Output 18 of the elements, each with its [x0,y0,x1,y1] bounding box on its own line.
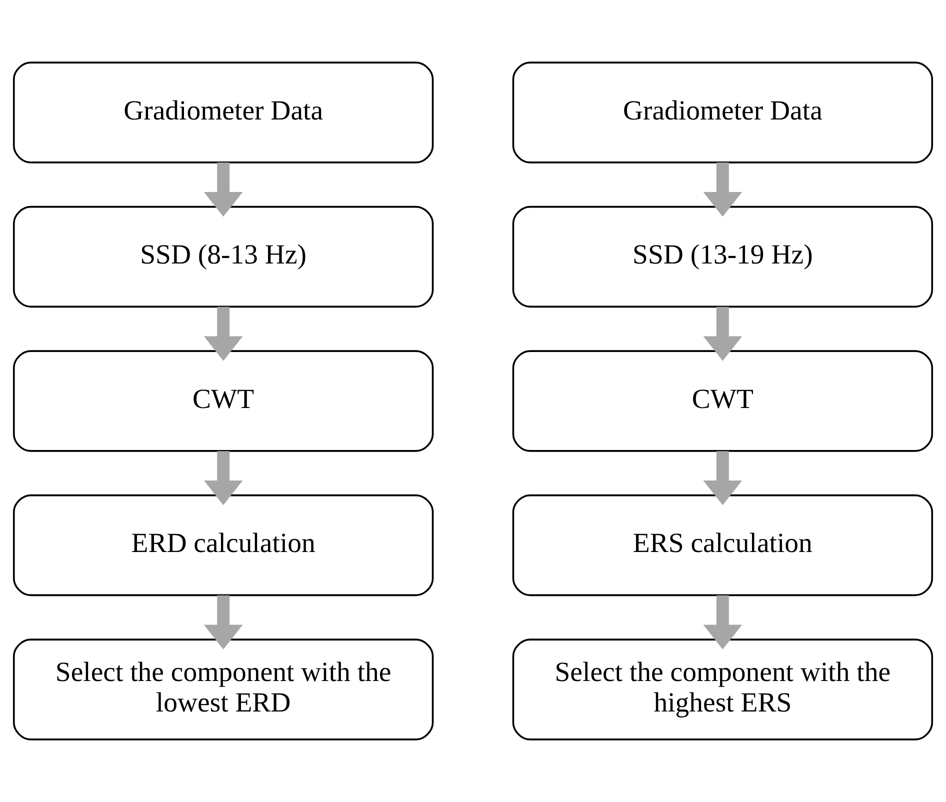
node-box: Select the component with the lowest ERD [12,638,434,740]
node-box: ERS calculation [512,494,934,596]
arrow [204,162,243,217]
node-box: Gradiometer Data [12,62,434,164]
node-box: SSD (8-13 Hz) [12,206,434,308]
node-box: CWT [12,350,434,452]
node-box: Gradiometer Data [512,62,934,164]
node-box: CWT [512,350,934,452]
arrow [703,451,742,506]
node-box: SSD (13-19 Hz) [512,206,934,308]
node-box: Select the component with the highest ERS [512,638,934,740]
arrow [703,306,742,361]
arrow [703,595,742,650]
arrow [204,451,243,506]
arrow [204,595,243,650]
node-box: ERD calculation [12,494,434,596]
arrow [204,306,243,361]
arrow [703,162,742,217]
